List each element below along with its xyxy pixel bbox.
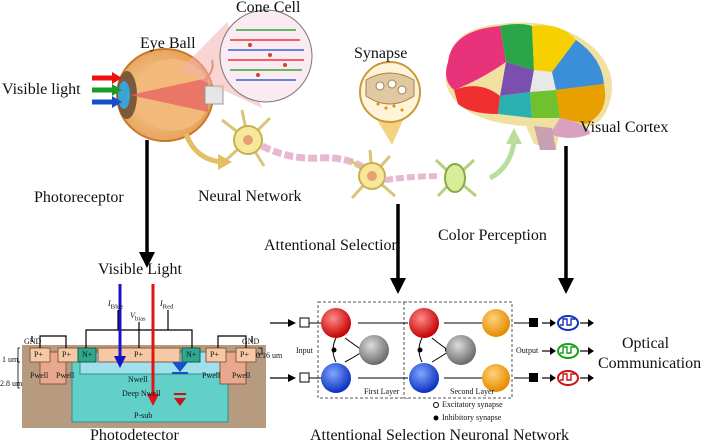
visible-light-bottom-label: Visible Light — [98, 261, 182, 278]
gnd-left-label: GND — [24, 337, 42, 346]
network-to-cortex-arrow — [488, 141, 517, 181]
neuron-efferent-bottom — [482, 364, 510, 392]
neuron-excitatory-l2-top — [409, 308, 439, 338]
attentional-selection-label: Attentional Selection — [264, 237, 400, 254]
cone-cell-illustration — [180, 9, 313, 108]
gnd-right-label: GND — [242, 337, 260, 346]
p-plus-left-outer: P+ — [34, 350, 43, 359]
nwell-label: Nwell — [128, 375, 148, 384]
color-perception-label: Color Perception — [438, 227, 547, 244]
visible-light-arrows — [92, 72, 122, 108]
cone-cell-label: Cone Cell — [236, 0, 301, 16]
pwell-left-outer: Pwell — [30, 371, 49, 380]
p-plus-left-inner: P+ — [62, 350, 71, 359]
neuron-inhibitory-l2 — [446, 335, 476, 365]
p-plus-right-inner: P+ — [210, 350, 219, 359]
p-plus-right-outer: P+ — [240, 350, 249, 359]
neural-network-illustration — [221, 109, 477, 200]
legend-inhibitory-label: Inhibitory synapse — [442, 413, 502, 422]
neuron-excitatory-l1-top — [321, 308, 351, 338]
photodetector-label: Photodetector — [90, 427, 179, 444]
neural-network-label: Neural Network — [198, 188, 302, 205]
optical-label-line2: Communication — [598, 355, 702, 372]
first-layer-label: First Layer — [364, 387, 400, 396]
optical-label-line1: Optical — [622, 335, 670, 352]
input-label: Input — [296, 346, 313, 355]
asnn-title: Attentional Selection Neuronal Network — [310, 427, 570, 444]
output-signals — [542, 315, 594, 386]
neuron-inhibitory-l1 — [359, 335, 389, 365]
neuron-excitatory-l1-bottom — [321, 363, 351, 393]
n-plus-right: N+ — [186, 350, 197, 359]
attentional-network-schematic — [299, 301, 538, 421]
dim-28um-label: 2.8 um — [0, 379, 23, 388]
legend-excitatory-label: Excitatory synapse — [442, 400, 503, 409]
v-bias-label: Vbias — [130, 311, 146, 323]
pwell-left-inner: Pwell — [56, 371, 75, 380]
synapse-illustration — [359, 61, 421, 145]
neuron-efferent-top — [482, 309, 510, 337]
deep-nwell-label: Deep Nwell — [122, 389, 161, 398]
p-plus-center: P+ — [134, 350, 143, 359]
second-layer-label: Second Layer — [450, 387, 495, 396]
eye-ball-label: Eye Ball — [140, 35, 196, 52]
eye-to-network-arrow — [183, 133, 223, 165]
i-blue-label: IBlue — [108, 299, 124, 311]
dim-1um-label: 1 um — [2, 355, 19, 364]
i-red-label: IRed — [160, 299, 174, 311]
photoreceptor-label: Photoreceptor — [34, 189, 124, 206]
dim-016um-label: 0.16 um — [256, 351, 283, 360]
visible-light-label: Visible light — [2, 81, 81, 98]
psub-label: P-sub — [134, 411, 153, 420]
n-plus-left: N+ — [82, 350, 93, 359]
pwell-right-outer: Pwell — [232, 371, 251, 380]
pwell-right-inner: Pwell — [202, 371, 221, 380]
brain-illustration — [445, 22, 613, 151]
neuron-excitatory-l2-bottom — [409, 363, 439, 393]
synapse-label: Synapse — [354, 45, 408, 62]
output-label: Output — [516, 346, 539, 355]
photodetector-cross-section — [17, 310, 266, 428]
visual-cortex-label: Visual Cortex — [580, 119, 669, 136]
